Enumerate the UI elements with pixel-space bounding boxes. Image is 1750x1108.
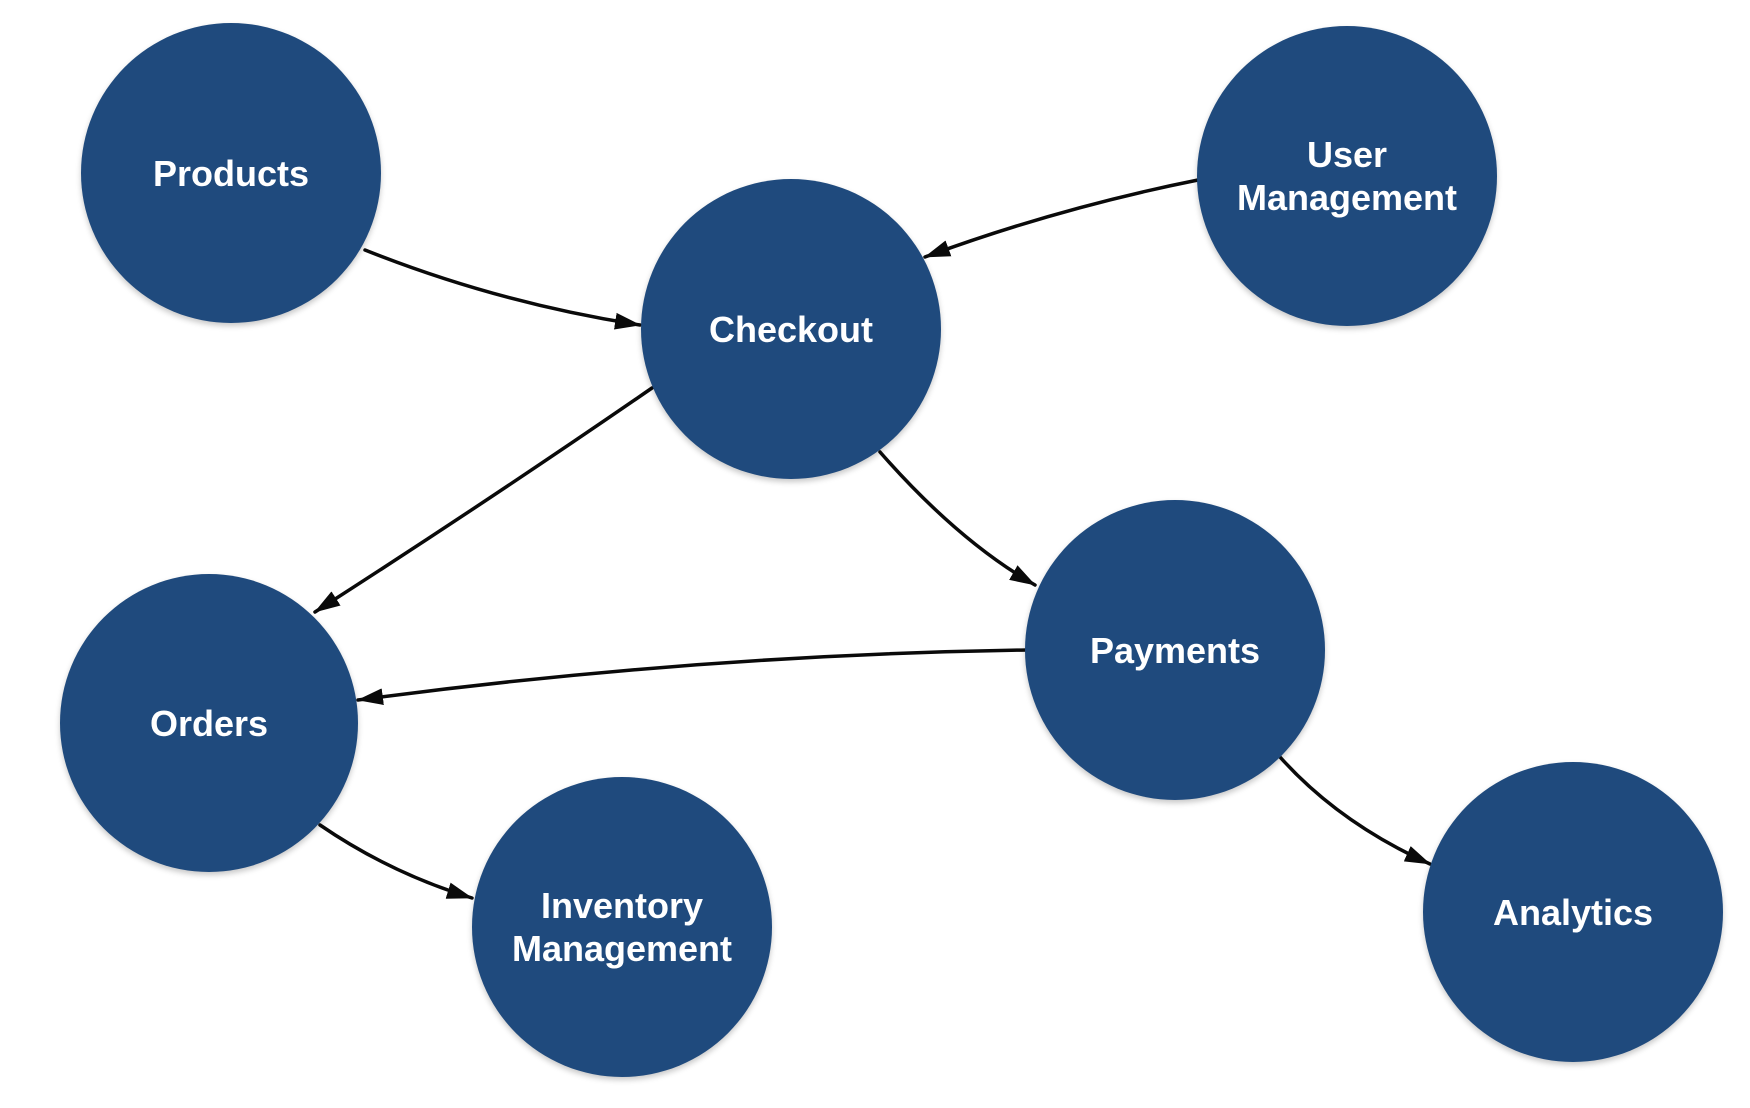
edge-payments-orders	[356, 648, 1029, 706]
node-label-line: Inventory	[540, 885, 704, 926]
edge-checkout-payments	[878, 450, 1037, 587]
node-label-line: Payments	[1089, 629, 1261, 671]
node-label: Products	[153, 152, 309, 195]
node-payments[interactable]: Payments	[1025, 500, 1325, 800]
node-label: Checkout	[709, 308, 873, 351]
edge-products-checkout	[363, 248, 642, 330]
edge-user-management-checkout	[923, 178, 1200, 259]
node-label-line: Checkout	[708, 308, 874, 350]
edge-orders-inventory-management	[318, 823, 474, 900]
node-label: Orders	[150, 702, 268, 745]
edges-group	[313, 178, 1432, 900]
node-label-line: User	[1306, 134, 1388, 175]
edge-checkout-orders	[313, 386, 654, 614]
node-label: Analytics	[1493, 891, 1653, 934]
node-checkout[interactable]: Checkout	[641, 179, 941, 479]
node-label-line: Analytics	[1492, 891, 1654, 933]
node-products[interactable]: Products	[81, 23, 381, 323]
node-label-line: Management	[511, 928, 733, 969]
node-analytics[interactable]: Analytics	[1423, 762, 1723, 1062]
node-label-line: Management	[1236, 177, 1458, 218]
node-label-line: Products	[152, 152, 310, 194]
node-label: Payments	[1090, 629, 1260, 672]
edge-payments-analytics	[1278, 755, 1432, 866]
node-label-line: Orders	[149, 702, 269, 744]
node-orders[interactable]: Orders	[60, 574, 358, 872]
